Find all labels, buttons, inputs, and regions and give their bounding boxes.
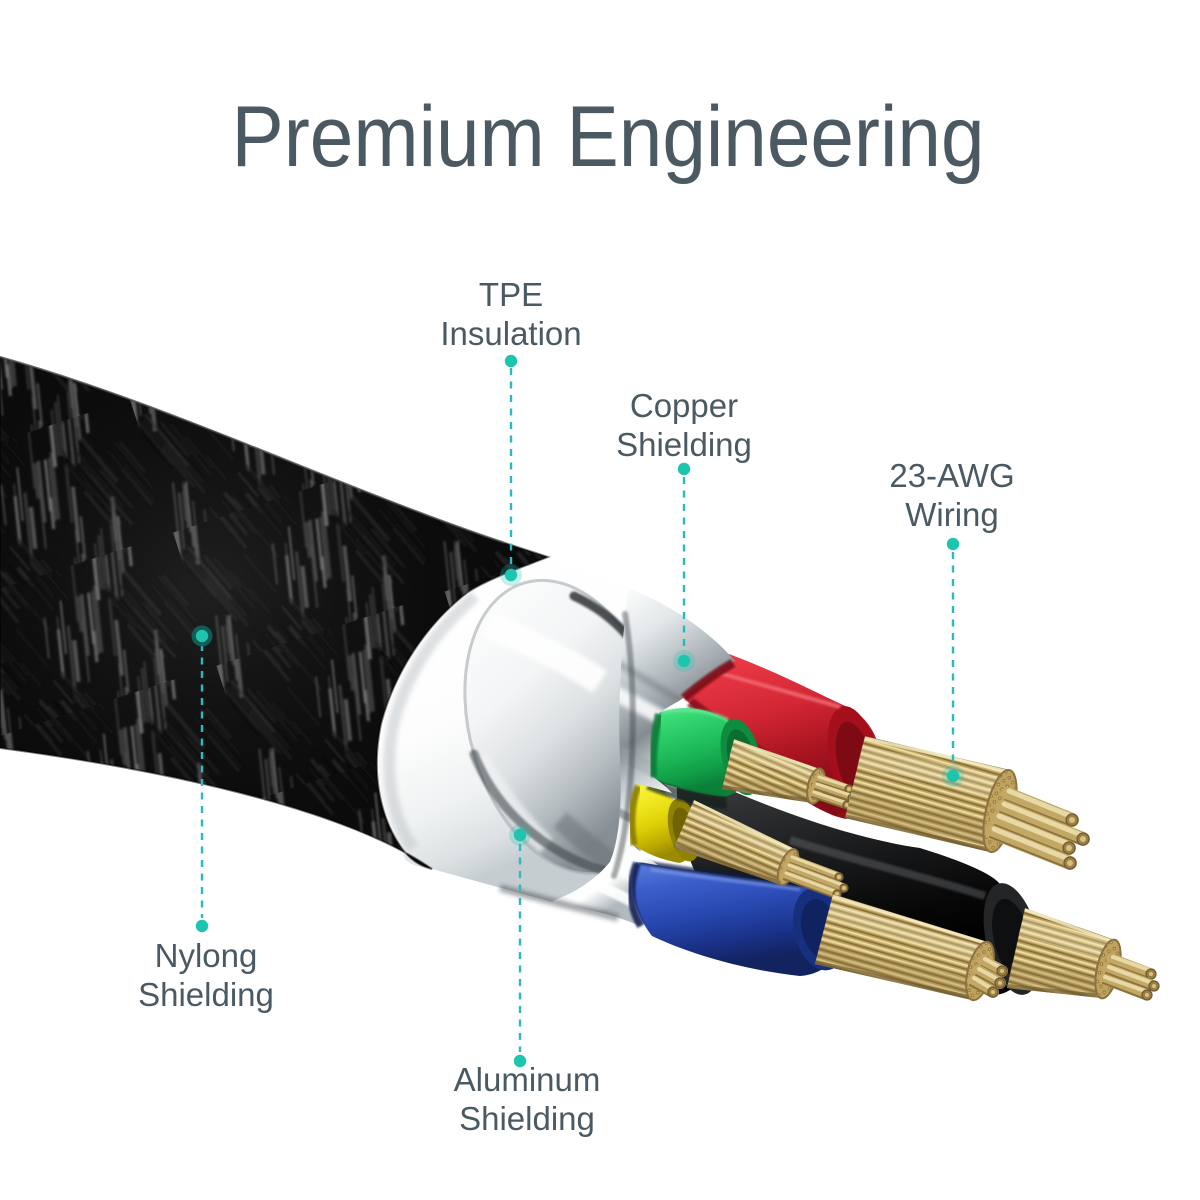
svg-text:Shielding: Shielding <box>459 1100 595 1137</box>
svg-text:Premium Engineering: Premium Engineering <box>232 89 985 185</box>
svg-text:Shielding: Shielding <box>616 426 752 463</box>
svg-text:Wiring: Wiring <box>905 496 999 533</box>
svg-text:Copper: Copper <box>630 387 738 424</box>
svg-text:23-AWG: 23-AWG <box>889 457 1014 494</box>
svg-text:Shielding: Shielding <box>138 976 274 1013</box>
svg-text:Nylong: Nylong <box>155 937 258 974</box>
svg-text:Aluminum: Aluminum <box>454 1061 601 1098</box>
svg-text:Insulation: Insulation <box>440 315 581 352</box>
svg-text:TPE: TPE <box>479 276 543 313</box>
